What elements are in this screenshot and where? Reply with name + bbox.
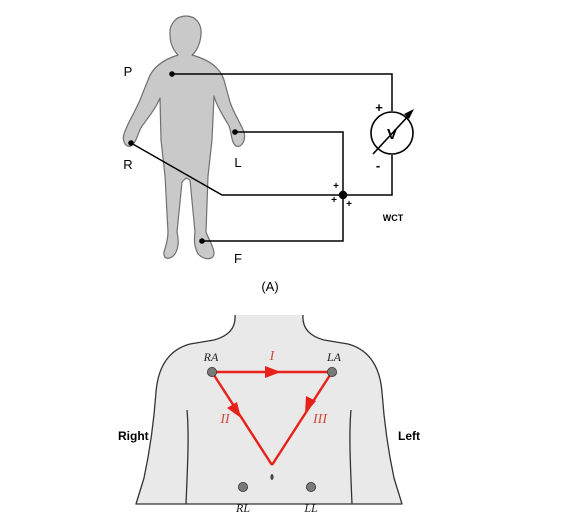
electrode-ra — [206, 366, 217, 377]
electrode-l — [232, 129, 238, 135]
label-f: F — [234, 251, 242, 266]
panel-a: V + - + + + P R L F WCT (A) — [122, 15, 414, 294]
label-l: L — [234, 155, 241, 170]
wire-f — [202, 195, 344, 242]
electrode-r — [128, 140, 134, 146]
electrode-rl — [237, 481, 248, 492]
label-ll: LL — [303, 501, 318, 515]
lead-i-arrow — [265, 366, 281, 378]
label-rl: RL — [235, 501, 250, 515]
voltmeter-needle — [372, 112, 412, 155]
voltmeter-minus: - — [376, 158, 380, 173]
navel — [270, 474, 274, 480]
label-lead-iii: III — [312, 412, 328, 427]
wire-wct — [343, 155, 393, 196]
wire-l — [235, 131, 344, 195]
label-left-side: Left — [398, 429, 420, 443]
right-armpit-line — [185, 409, 189, 505]
lead-iii-arrow — [305, 396, 316, 414]
label-r: R — [123, 157, 132, 172]
label-ra: RA — [203, 350, 219, 364]
electrode-ll — [305, 481, 316, 492]
voltmeter-label: V — [387, 126, 397, 143]
label-wct: WCT — [383, 213, 404, 223]
left-armpit-line — [349, 409, 353, 505]
lead-ii-arrow — [227, 402, 241, 418]
lead-ii-line — [210, 371, 274, 466]
label-lead-ii: II — [219, 412, 231, 427]
voltmeter-plus: + — [375, 100, 383, 115]
junction-plus-2: + — [331, 195, 337, 206]
electrode-p — [169, 71, 175, 77]
label-la: LA — [326, 350, 342, 364]
human-silhouette — [122, 15, 246, 260]
wire-p — [172, 73, 393, 111]
panel-a-caption: (A) — [261, 279, 278, 294]
junction-plus-1: + — [333, 181, 339, 192]
voltmeter: V + - — [370, 100, 414, 173]
voltmeter-arrowhead — [404, 109, 414, 119]
lead-iii-line — [270, 371, 334, 466]
wire-r — [130, 142, 343, 196]
torso-outline — [135, 314, 403, 505]
electrode-f — [199, 238, 205, 244]
label-p: P — [124, 64, 133, 79]
electrode-la — [326, 366, 337, 377]
panel-b: RA LA RL LL I II III Right Left — [118, 314, 420, 515]
label-lead-i: I — [269, 349, 276, 364]
label-right-side: Right — [118, 429, 149, 443]
wct-junction — [338, 190, 348, 200]
einthoven-triangle — [210, 366, 334, 466]
junction-plus-3: + — [346, 199, 352, 210]
